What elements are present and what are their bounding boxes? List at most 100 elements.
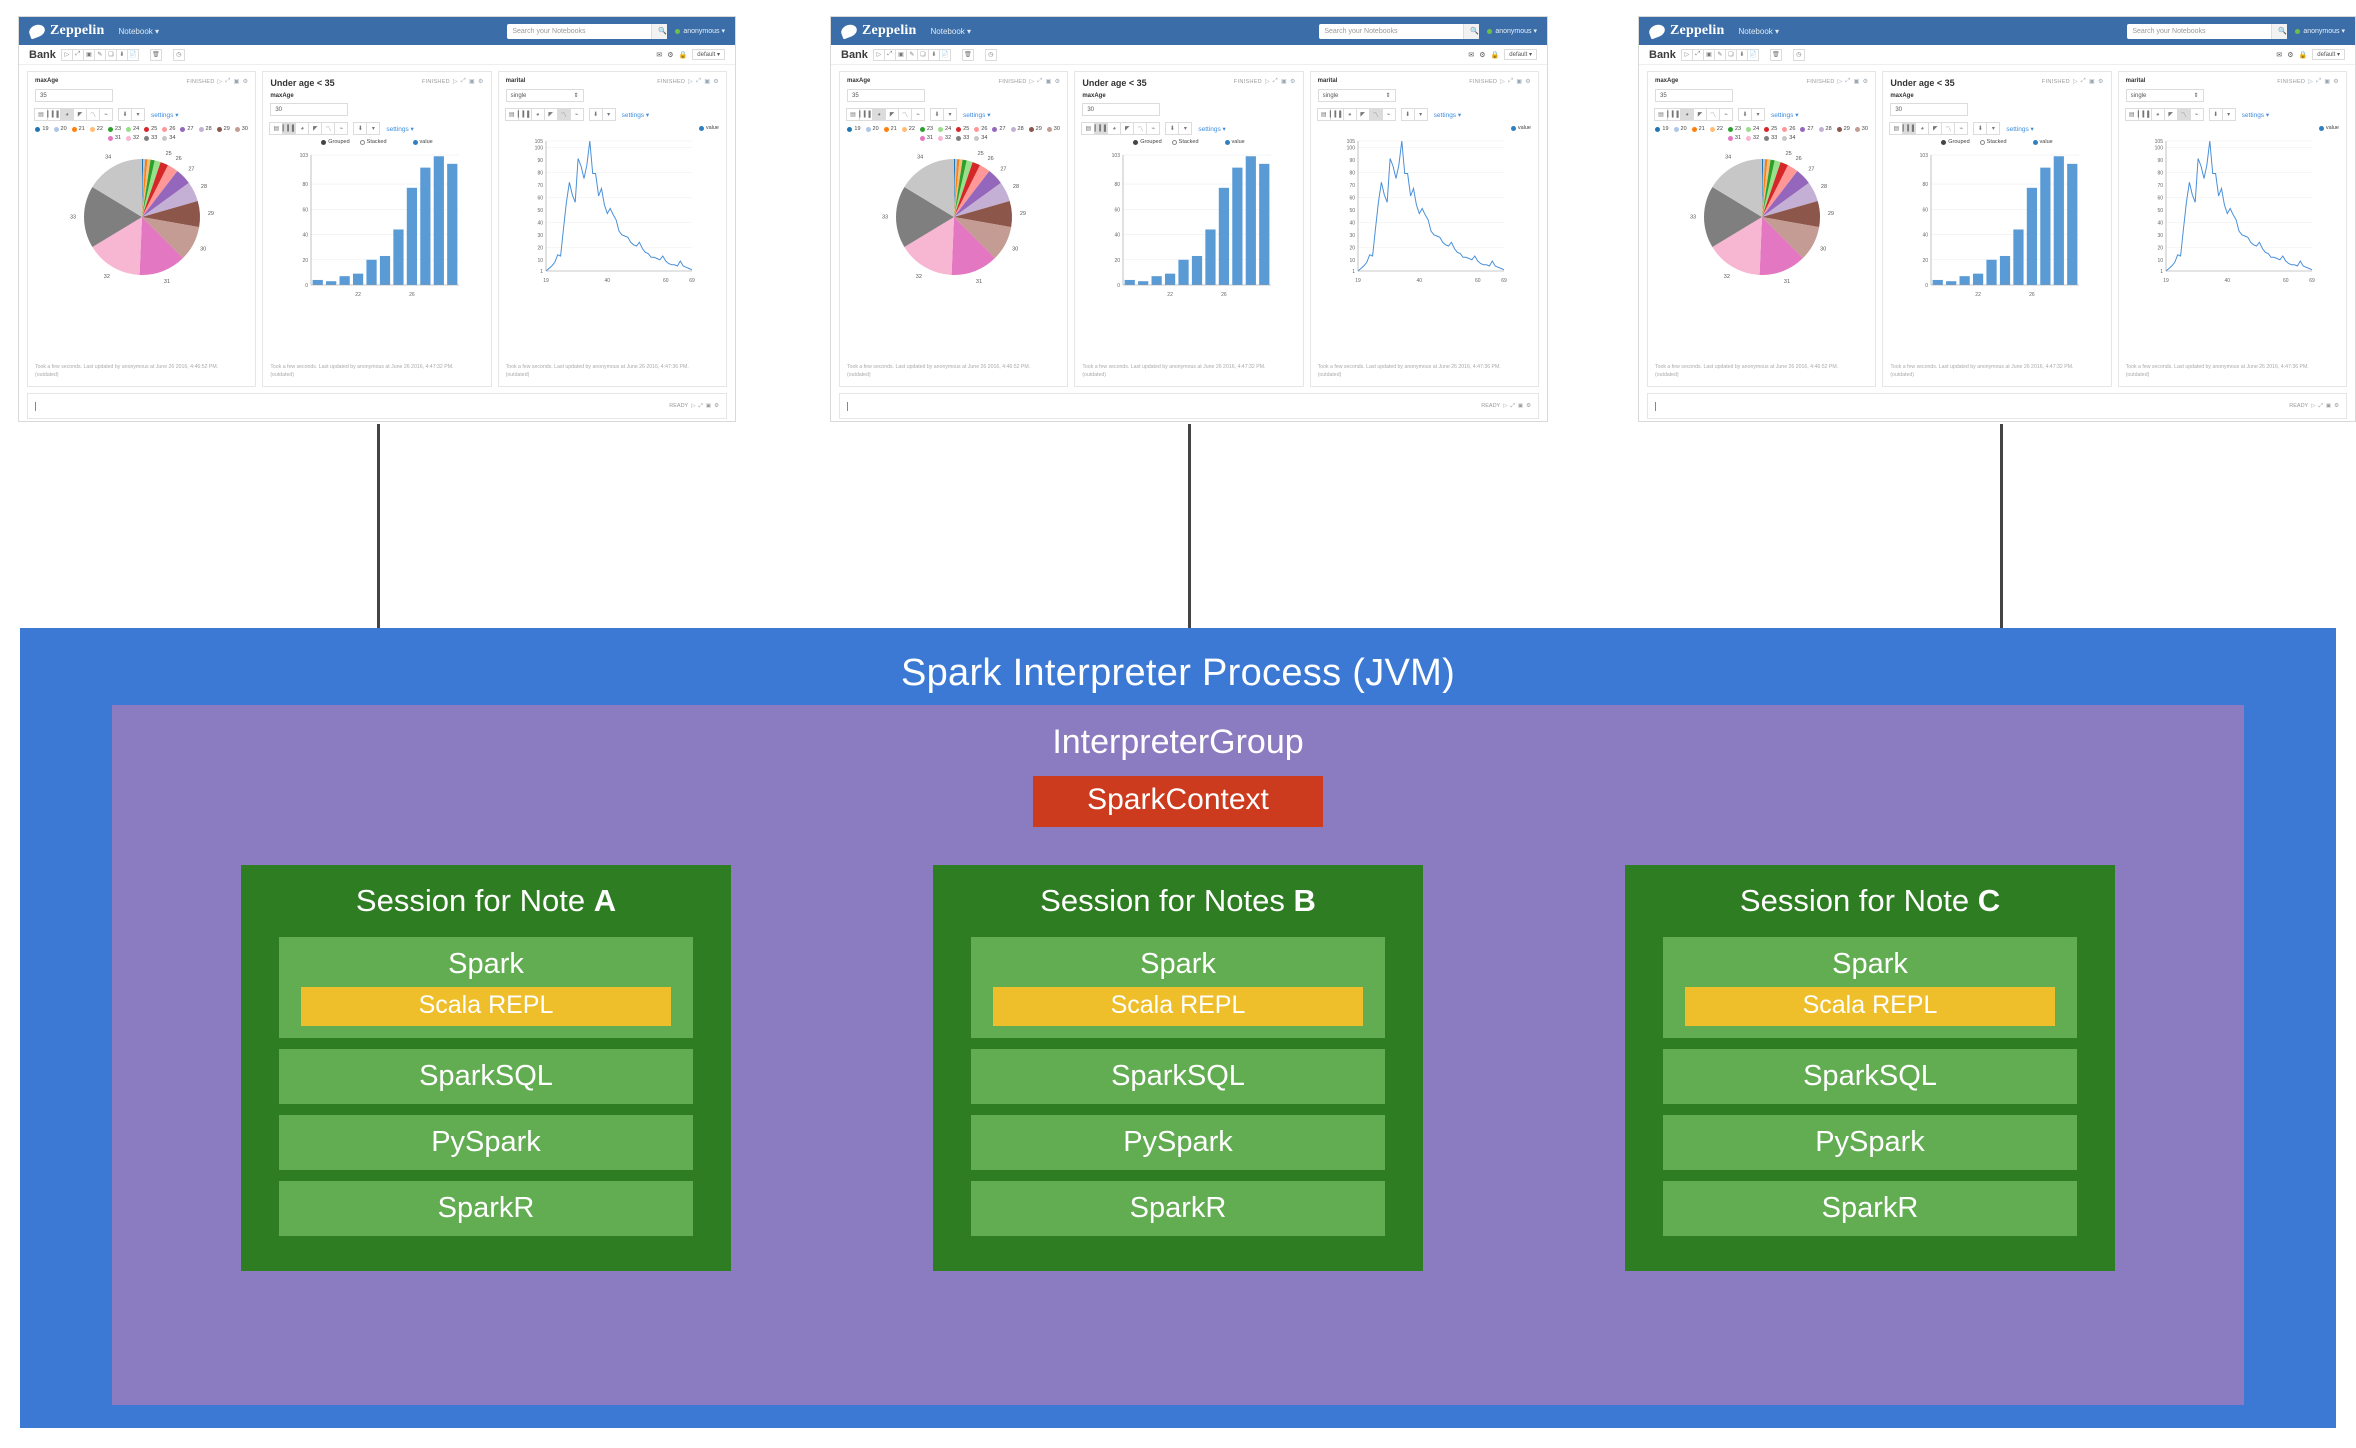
- viz-line-icon[interactable]: 〽: [86, 108, 100, 121]
- gear-icon[interactable]: ⚙: [2334, 403, 2339, 409]
- legend-item[interactable]: 21: [71, 126, 85, 132]
- gear-icon[interactable]: ⚙: [1862, 79, 1869, 85]
- legend-item[interactable]: 30: [1046, 126, 1060, 132]
- viz-area-icon[interactable]: ◤: [885, 108, 899, 121]
- settings-toggle[interactable]: settings ▾: [1771, 111, 1799, 119]
- book-icon[interactable]: ▣: [2325, 403, 2332, 409]
- paragraph[interactable]: marital FINISHED▷⤢▣⚙ single⇕ ▤▎▍▌◕◤〽⌁ ⬇ …: [1309, 71, 1539, 387]
- mail-icon[interactable]: ✉: [656, 51, 663, 59]
- book-icon[interactable]: ▣: [704, 79, 711, 85]
- viz-area-icon[interactable]: ◤: [543, 108, 558, 121]
- settings-toggle[interactable]: settings ▾: [621, 111, 650, 119]
- expand-icon[interactable]: ⤢: [1037, 78, 1043, 84]
- paragraph[interactable]: Under age < 35 FINISHED▷⤢▣⚙ maxAge 30 ▤▎…: [262, 71, 492, 387]
- gear-icon[interactable]: ⚙: [2097, 79, 2104, 85]
- legend-item[interactable]: 19: [1655, 126, 1669, 132]
- new-paragraph-row[interactable]: READY ▷ ⤢ ▣ ⚙: [27, 393, 727, 419]
- legend-item[interactable]: 32: [938, 135, 951, 141]
- legend-item[interactable]: 20: [1673, 126, 1687, 132]
- run-icon[interactable]: ▷: [1837, 79, 1843, 85]
- viz-line-icon[interactable]: 〽: [1941, 122, 1956, 135]
- download-icon[interactable]: ⬇: [2208, 108, 2223, 121]
- legend-item[interactable]: 25: [1764, 126, 1777, 132]
- notebook-toolbar-button[interactable]: ❏: [1724, 48, 1737, 61]
- viz-scatter-icon[interactable]: ⌁: [99, 108, 113, 121]
- maxage-input[interactable]: 35: [35, 89, 113, 102]
- viz-bar-icon[interactable]: ▎▍▌: [47, 108, 61, 121]
- notebook-toolbar-button[interactable]: 📄: [938, 48, 951, 61]
- new-paragraph-row[interactable]: READY ▷ ⤢ ▣ ⚙: [1647, 393, 2347, 419]
- expand-icon[interactable]: ⤢: [2316, 78, 2322, 84]
- viz-line-icon[interactable]: 〽: [1706, 108, 1720, 121]
- lock-icon[interactable]: 🔒: [2298, 51, 2308, 59]
- viz-table-icon[interactable]: ▤: [34, 108, 48, 121]
- legend-item[interactable]: 33: [956, 135, 969, 141]
- legend-item[interactable]: 32: [1746, 135, 1759, 141]
- legend-item[interactable]: 28: [198, 126, 212, 132]
- viz-bar-icon[interactable]: ▎▍▌: [1667, 108, 1681, 121]
- viz-line-icon[interactable]: 〽: [1368, 108, 1383, 121]
- chevron-down-icon[interactable]: ▾: [1986, 122, 2001, 135]
- gear-icon[interactable]: ⚙: [1054, 79, 1061, 85]
- download-icon[interactable]: ⬇: [118, 108, 132, 121]
- viz-scatter-icon[interactable]: ⌁: [569, 108, 584, 121]
- chevron-down-icon[interactable]: ▾: [366, 122, 381, 135]
- viz-bar-icon[interactable]: ▎▍▌: [282, 122, 297, 135]
- user-menu[interactable]: anonymous ▾: [1487, 27, 1537, 35]
- nav-notebook-menu[interactable]: Notebook ▾: [118, 26, 159, 36]
- viz-table-icon[interactable]: ▤: [1081, 122, 1096, 135]
- expand-icon[interactable]: ⤢: [460, 78, 466, 84]
- settings-toggle[interactable]: settings ▾: [2241, 111, 2270, 119]
- download-icon[interactable]: ⬇: [353, 122, 368, 135]
- expand-icon[interactable]: ⤢: [2080, 78, 2086, 84]
- viz-bar-icon[interactable]: ▎▍▌: [1329, 108, 1344, 121]
- viz-table-icon[interactable]: ▤: [269, 122, 284, 135]
- radio-grouped[interactable]: Grouped: [321, 139, 350, 145]
- gear-icon[interactable]: ⚙: [2287, 51, 2294, 59]
- legend-item[interactable]: 27: [1800, 126, 1814, 132]
- book-icon[interactable]: ▣: [2324, 79, 2331, 85]
- legend-item[interactable]: 24: [1746, 126, 1759, 132]
- run-icon[interactable]: ▷: [217, 79, 223, 85]
- search-icon[interactable]: 🔍: [1463, 23, 1480, 39]
- legend-item[interactable]: 19: [847, 126, 861, 132]
- viz-pie-icon[interactable]: ◕: [1915, 122, 1930, 135]
- viz-scatter-icon[interactable]: ⌁: [334, 122, 349, 135]
- marital-select[interactable]: single⇕: [505, 89, 584, 102]
- radio-grouped[interactable]: Grouped: [1941, 139, 1970, 145]
- viz-table-icon[interactable]: ▤: [1889, 122, 1904, 135]
- viz-scatter-icon[interactable]: ⌁: [911, 108, 925, 121]
- viz-area-icon[interactable]: ◤: [1928, 122, 1943, 135]
- settings-toggle[interactable]: settings ▾: [1433, 111, 1462, 119]
- viz-area-icon[interactable]: ◤: [1120, 122, 1135, 135]
- legend-item[interactable]: 28: [1010, 126, 1024, 132]
- notebook-title[interactable]: Bank: [841, 48, 868, 61]
- viz-bar-icon[interactable]: ▎▍▌: [1902, 122, 1917, 135]
- settings-toggle[interactable]: settings ▾: [1198, 125, 1226, 133]
- search-input[interactable]: Search your Notebooks🔍: [507, 23, 668, 39]
- book-icon[interactable]: ▣: [233, 79, 240, 85]
- viz-scatter-icon[interactable]: ⌁: [2189, 108, 2204, 121]
- notebook-toolbar-button[interactable]: ✎: [1713, 48, 1726, 61]
- legend-item[interactable]: 21: [1691, 126, 1705, 132]
- settings-toggle[interactable]: settings ▾: [963, 111, 991, 119]
- legend-item[interactable]: 24: [126, 126, 139, 132]
- notebook-title[interactable]: Bank: [1649, 48, 1676, 61]
- gear-icon[interactable]: ⚙: [667, 51, 674, 59]
- expand-icon[interactable]: ⤢: [698, 402, 703, 409]
- legend-item[interactable]: 29: [1028, 126, 1042, 132]
- clock-icon[interactable]: ◷: [1792, 48, 1805, 61]
- legend-item[interactable]: 25: [144, 126, 157, 132]
- radio-stacked[interactable]: Stacked: [1171, 139, 1199, 145]
- new-paragraph-row[interactable]: READY ▷ ⤢ ▣ ⚙: [839, 393, 1539, 419]
- expand-icon[interactable]: ⤢: [1845, 78, 1851, 84]
- brand[interactable]: Zeppelin: [839, 22, 917, 40]
- notebook-toolbar-button[interactable]: ✎: [93, 48, 106, 61]
- book-icon[interactable]: ▣: [1517, 403, 1524, 409]
- download-icon[interactable]: ⬇: [1165, 122, 1180, 135]
- notebook-toolbar-button[interactable]: ⤢: [883, 48, 896, 61]
- notebook-title[interactable]: Bank: [29, 48, 56, 61]
- legend-item[interactable]: 20: [865, 126, 879, 132]
- legend-item[interactable]: 22: [901, 126, 915, 132]
- legend-item[interactable]: 31: [1727, 135, 1741, 141]
